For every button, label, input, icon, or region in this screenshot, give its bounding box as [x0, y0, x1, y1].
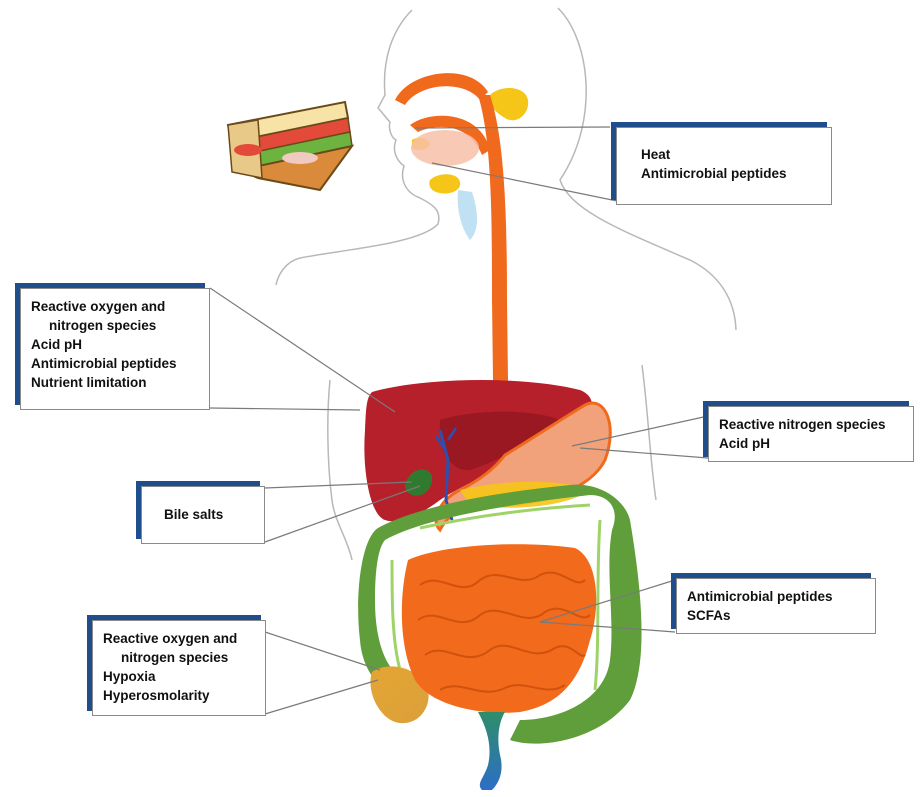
- sandwich-illustration: [228, 102, 352, 190]
- mouth-factor-1: Heat: [641, 145, 821, 164]
- gallbladder-factor-1: Bile salts: [164, 505, 254, 524]
- colon-factor-3: Hyperosmolarity: [103, 686, 255, 705]
- colon-factor-1b: nitrogen species: [103, 648, 255, 667]
- intestine-factor-2: SCFAs: [687, 606, 865, 625]
- liver-factor-1: Reactive oxygen and: [31, 297, 199, 316]
- liver-factor-3: Antimicrobial peptides: [31, 354, 199, 373]
- intestine-factor-1: Antimicrobial peptides: [687, 587, 865, 606]
- colon-factor-2: Hypoxia: [103, 667, 255, 686]
- colon-factor-1: Reactive oxygen and: [103, 629, 255, 648]
- trachea: [458, 190, 477, 240]
- colon-factors-box: Reactive oxygen and nitrogen species Hyp…: [92, 620, 266, 716]
- intestine-factors-box: Antimicrobial peptides SCFAs: [676, 578, 876, 634]
- liver-factor-4: Nutrient limitation: [31, 373, 199, 392]
- gallbladder-factors-box: Bile salts: [141, 486, 265, 544]
- liver-factor-1b: nitrogen species: [31, 316, 199, 335]
- small-intestine: [402, 544, 596, 713]
- stomach-factor-1: Reactive nitrogen species: [719, 415, 903, 434]
- liver-factors-box: Reactive oxygen and nitrogen species Aci…: [20, 288, 210, 410]
- stomach-factor-2: Acid pH: [719, 434, 903, 453]
- stomach-factors-box: Reactive nitrogen species Acid pH: [708, 406, 914, 462]
- mouth-factor-2: Antimicrobial peptides: [641, 164, 821, 183]
- liver-factor-2: Acid pH: [31, 335, 199, 354]
- rectum: [478, 712, 505, 790]
- mouth-factors-box: Heat Antimicrobial peptides: [616, 127, 832, 205]
